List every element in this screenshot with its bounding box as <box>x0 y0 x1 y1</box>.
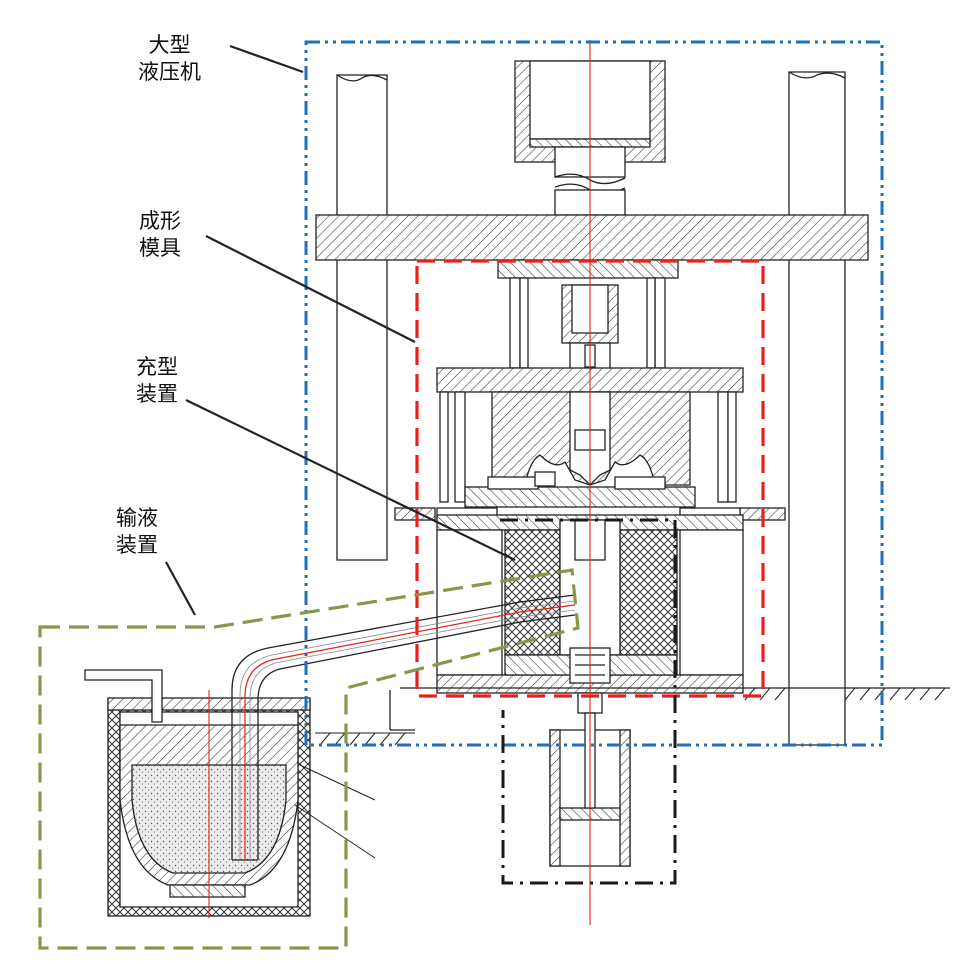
press-leader <box>229 44 304 74</box>
melt-flow-line <box>244 604 576 860</box>
label-filling-device: 充型 装置 <box>136 354 178 408</box>
feeding-leader <box>165 561 196 616</box>
filling-boundary-box <box>500 518 677 885</box>
filling-leader <box>185 399 516 561</box>
label-feeding-device-line2: 装置 <box>116 533 158 557</box>
label-hydraulic-press-line1: 大型 <box>148 33 191 57</box>
mold-leader <box>205 235 416 343</box>
ground-hatch <box>315 687 946 746</box>
label-hydraulic-press: 大型 液压机 <box>138 32 201 86</box>
press-boundary-box <box>304 40 884 747</box>
press-frame <box>315 60 950 867</box>
label-filling-device-line1: 充型 <box>136 355 178 379</box>
mold-boundary-box <box>415 259 765 698</box>
label-forming-mold-line1: 成形 <box>139 209 181 233</box>
furnace-leaders <box>294 764 376 859</box>
label-feeding-device-line1: 输液 <box>116 506 158 530</box>
crosshead-beam <box>315 214 869 261</box>
label-filling-device-line2: 装置 <box>136 382 178 406</box>
furnace <box>84 669 311 917</box>
left-column <box>336 74 388 561</box>
right-column <box>788 71 846 746</box>
label-forming-mold: 成形 模具 <box>139 208 181 262</box>
transfer-pipe <box>231 594 576 861</box>
label-forming-mold-line2: 模具 <box>139 236 181 260</box>
label-leaders <box>165 44 516 616</box>
label-feeding-device: 输液 装置 <box>116 505 158 559</box>
label-hydraulic-press-line2: 液压机 <box>138 60 201 84</box>
center-lines <box>208 40 591 925</box>
feeding-boundary-box <box>38 568 580 950</box>
